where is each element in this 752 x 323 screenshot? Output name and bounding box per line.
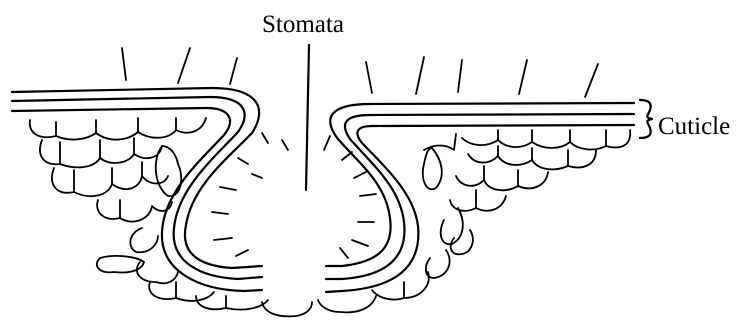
stomata-pointer-line xyxy=(306,45,309,190)
right-chamber-lines xyxy=(324,136,376,258)
cuticle-bracket xyxy=(640,100,652,138)
left-epidermal-cells xyxy=(30,118,312,316)
right-cuticle xyxy=(326,103,634,292)
left-cuticle xyxy=(12,88,262,291)
left-chamber-lines xyxy=(212,133,288,256)
stomata-label: Stomata xyxy=(262,11,344,38)
cuticle-label: Cuticle xyxy=(658,113,730,140)
surface-hairs xyxy=(122,48,598,97)
